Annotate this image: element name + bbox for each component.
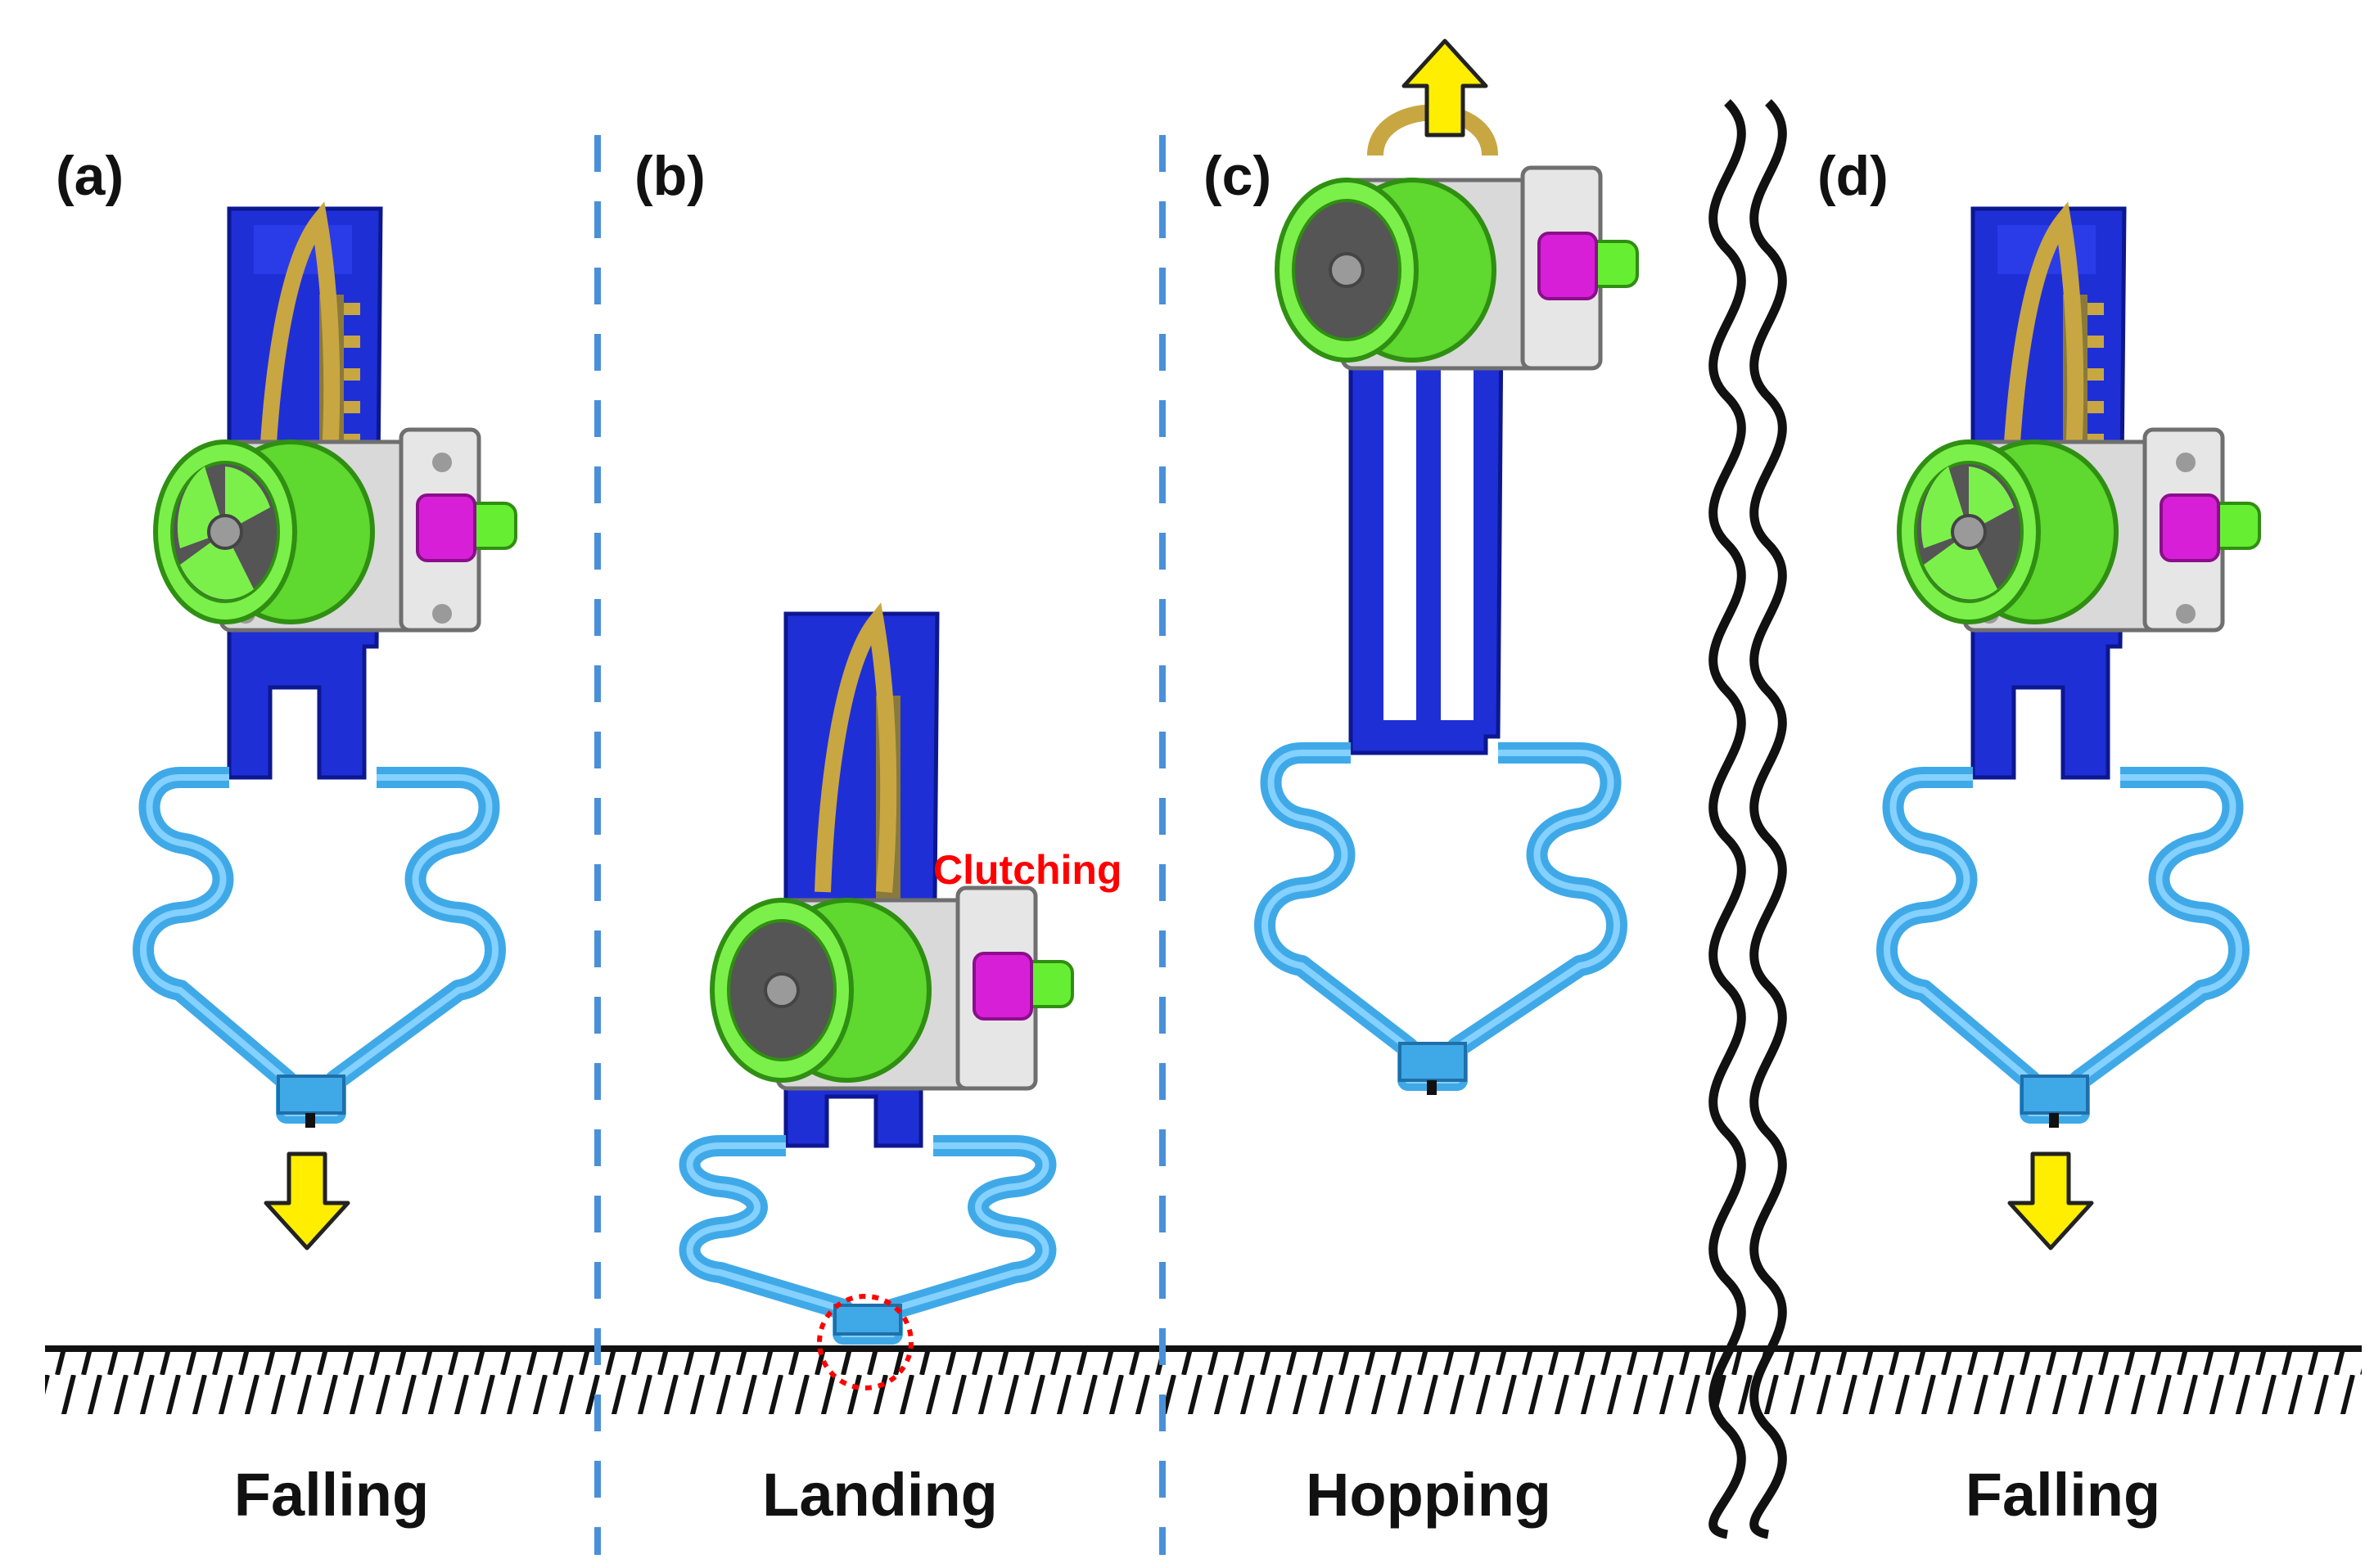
stage-label-a: Falling — [234, 1461, 429, 1529]
panel-label-c: (c) — [1203, 145, 1271, 207]
stage-label-c: Hopping — [1306, 1461, 1551, 1529]
stage-label-d: Falling — [1966, 1461, 2160, 1529]
clutch-contact-circle — [817, 1294, 914, 1390]
down-arrow-icon — [266, 1154, 348, 1248]
panel-label-d: (d) — [1817, 145, 1889, 207]
stage-label-b: Landing — [762, 1461, 998, 1529]
panel-label-b: (b) — [634, 145, 706, 207]
panel-label-a: (a) — [56, 145, 124, 207]
robot-hopping-c — [1265, 113, 1637, 1096]
time-break-symbol — [1708, 99, 1787, 1539]
ground — [45, 1345, 2362, 1414]
robot-falling-d — [1887, 209, 2259, 1128]
clutching-label: Clutching — [933, 847, 1122, 893]
robot-landing-b — [690, 614, 1073, 1334]
down-arrow-icon — [2010, 1154, 2092, 1248]
robot-falling-a — [143, 209, 516, 1128]
